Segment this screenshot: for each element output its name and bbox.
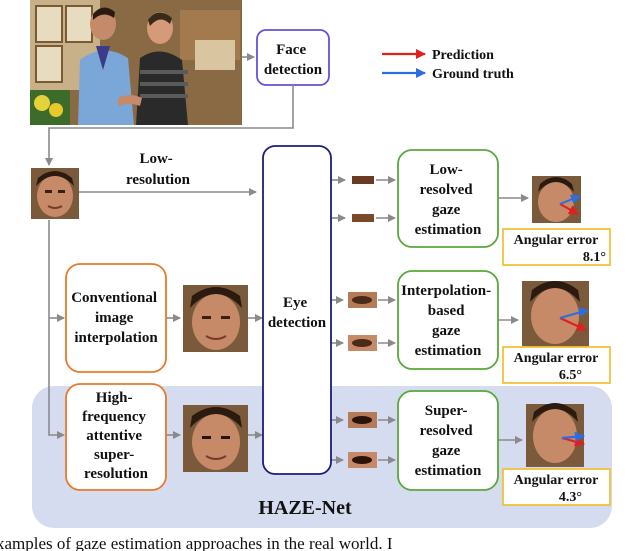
face-detection-line-2: detection bbox=[264, 62, 323, 78]
scene-photo bbox=[30, 0, 242, 125]
low-gaze-line-3: gaze bbox=[432, 202, 461, 218]
eye-crop-interp-2 bbox=[348, 335, 377, 351]
haze-net-label: HAZE-Net bbox=[258, 497, 352, 519]
angular-error-box-low bbox=[502, 228, 611, 266]
high-frequency-line-4: super- bbox=[94, 447, 134, 463]
angular-error-label-interp: Angular error bbox=[514, 351, 599, 366]
svg-text:Low- resolution: Low- resolution bbox=[126, 151, 191, 188]
gaze-prediction-arrow-super bbox=[561, 436, 585, 447]
svg-text:Face detection: Face detection bbox=[264, 42, 323, 78]
face-crop-low bbox=[31, 168, 79, 219]
high-frequency-line-5: resolution bbox=[84, 466, 149, 482]
eye-crops bbox=[348, 176, 377, 468]
low-gaze-line-2: resolved bbox=[420, 182, 474, 198]
svg-text:Super- resolved gaze: Super- resolved gaze estimation bbox=[415, 403, 482, 479]
angular-error-label-super: Angular error bbox=[514, 473, 599, 488]
face-crop-interpolated bbox=[183, 285, 248, 352]
eye-detection-line-1: Eye bbox=[283, 295, 308, 311]
result-face-interp bbox=[522, 281, 589, 347]
legend: Prediction Ground truth bbox=[382, 48, 514, 82]
svg-text:High- frequency attent: High- frequency attentive super- resolut… bbox=[82, 390, 150, 482]
super-gaze-line-4: estimation bbox=[415, 463, 482, 479]
angular-error-value-super: 4.3° bbox=[559, 490, 582, 505]
super-resolved-gaze-box bbox=[397, 390, 499, 491]
angular-error-box-super bbox=[502, 468, 611, 506]
legend-ground-truth-label: Ground truth bbox=[432, 67, 514, 82]
face-detection-line-1: Face bbox=[276, 42, 306, 58]
conventional-interpolation-box bbox=[65, 263, 167, 373]
gaze-truth-arrow-super bbox=[561, 431, 585, 442]
high-frequency-line-2: frequency bbox=[82, 409, 146, 425]
high-frequency-line-1: High- bbox=[96, 390, 133, 406]
svg-text:Low- resolved gaze: Low- resolved gaze estimation bbox=[415, 162, 482, 238]
super-gaze-line-1: Super- bbox=[425, 403, 468, 419]
result-face-super bbox=[526, 403, 585, 467]
conventional-line-2: image bbox=[95, 310, 134, 326]
low-resolution-line-1: Low- bbox=[139, 151, 172, 167]
eye-crop-low-2 bbox=[352, 214, 374, 222]
low-resolved-gaze-box bbox=[397, 149, 499, 248]
eye-crop-super-1 bbox=[348, 412, 377, 428]
svg-text:Conventional image int: Conventional image interpolation bbox=[71, 290, 161, 346]
interp-gaze-line-3: gaze bbox=[432, 323, 461, 339]
interp-gaze-line-2: based bbox=[428, 303, 465, 319]
svg-text:Eye detection: Eye detection bbox=[268, 295, 327, 331]
super-gaze-line-2: resolved bbox=[420, 423, 474, 439]
gaze-truth-arrow-interp bbox=[559, 307, 589, 320]
eye-detection-line-2: detection bbox=[268, 315, 327, 331]
legend-prediction-label: Prediction bbox=[432, 48, 494, 63]
eye-crop-super-2 bbox=[348, 452, 377, 468]
low-gaze-line-1: Low- bbox=[429, 162, 462, 178]
low-gaze-line-4: estimation bbox=[415, 222, 482, 238]
interp-gaze-line-1: Interpolation- bbox=[401, 283, 491, 299]
caption-fragment: xamples of gaze estimation approaches in… bbox=[0, 534, 393, 551]
low-resolution-line-2: resolution bbox=[126, 172, 191, 188]
connectors bbox=[45, 53, 529, 464]
conventional-line-1: Conventional bbox=[71, 290, 157, 306]
eye-detection-box bbox=[262, 145, 332, 475]
interp-gaze-line-4: estimation bbox=[415, 343, 482, 359]
conventional-line-3: interpolation bbox=[74, 330, 158, 346]
svg-text:Interpolation- based g: Interpolation- based gaze estimation bbox=[401, 283, 495, 359]
angular-error-box-interp bbox=[502, 346, 611, 384]
gaze-truth-arrow-low bbox=[559, 194, 581, 205]
face-crop-super-resolved bbox=[183, 405, 248, 472]
angular-error-value-interp: 6.5° bbox=[559, 368, 582, 383]
super-gaze-line-3: gaze bbox=[432, 443, 461, 459]
high-frequency-line-3: attentive bbox=[86, 428, 142, 444]
result-face-low bbox=[532, 176, 581, 223]
gaze-prediction-arrow-interp bbox=[559, 317, 587, 331]
high-frequency-sr-box bbox=[65, 383, 167, 491]
angular-error-label-low: Angular error bbox=[514, 233, 599, 248]
interpolation-gaze-box bbox=[397, 270, 499, 370]
angular-error-value-low: 8.1° bbox=[583, 250, 606, 265]
gaze-prediction-arrow-low bbox=[559, 203, 579, 215]
eye-crop-interp-1 bbox=[348, 292, 377, 308]
eye-crop-low-1 bbox=[352, 176, 374, 184]
